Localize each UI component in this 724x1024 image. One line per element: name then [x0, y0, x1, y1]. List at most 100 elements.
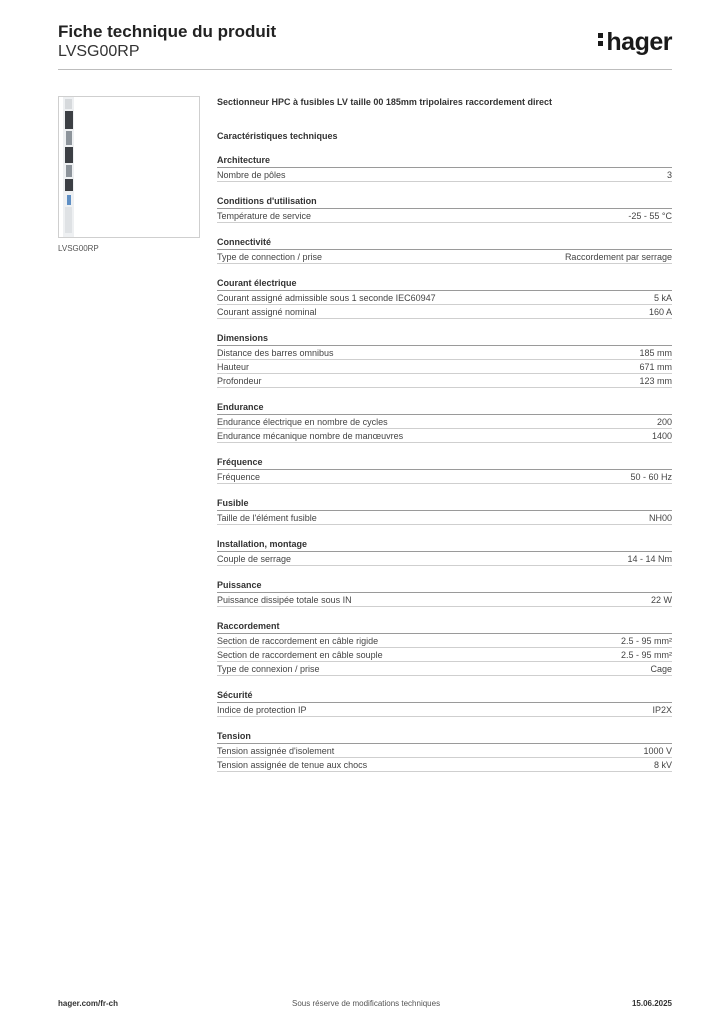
spec-label: Endurance électrique en nombre de cycles	[217, 417, 388, 427]
spec-value: IP2X	[652, 705, 672, 715]
spec-value: 123 mm	[639, 376, 672, 386]
spec-label: Courant assigné nominal	[217, 307, 317, 317]
spec-value: NH00	[648, 513, 672, 523]
spec-label: Endurance mécanique nombre de manœuvres	[217, 431, 404, 441]
spec-value: 5 kA	[653, 293, 672, 303]
spec-value: 3	[666, 170, 672, 180]
spec-row: Fréquence 50 - 60 Hz	[217, 470, 672, 484]
spec-row: Endurance électrique en nombre de cycles…	[217, 415, 672, 429]
section-title: Tension	[217, 731, 672, 744]
spec-value: Cage	[650, 664, 672, 674]
product-reference: LVSG00RP	[58, 43, 140, 60]
spec-label: Taille de l'élément fusible	[217, 513, 317, 523]
spec-value: -25 - 55 °C	[628, 211, 672, 221]
product-image	[58, 96, 200, 238]
spec-label: Tension assignée d'isolement	[217, 746, 335, 756]
spec-row: Section de raccordement en câble rigide 2…	[217, 634, 672, 648]
spec-row: Hauteur 671 mm	[217, 360, 672, 374]
spec-label: Puissance dissipée totale sous IN	[217, 595, 352, 605]
spec-label: Tension assignée de tenue aux chocs	[217, 760, 368, 770]
spec-label: Température de service	[217, 211, 312, 221]
spec-row: Nombre de pôles 3	[217, 168, 672, 182]
footer-date: 15.06.2025	[631, 999, 672, 1008]
section-title: Puissance	[217, 580, 672, 593]
spec-value: 185 mm	[639, 348, 672, 358]
spec-label: Profondeur	[217, 376, 262, 386]
spec-value: 2.5 - 95 mm²	[620, 650, 672, 660]
spec-value: 200	[656, 417, 672, 427]
spec-label: Nombre de pôles	[217, 170, 286, 180]
spec-row: Température de service -25 - 55 °C	[217, 209, 672, 223]
spec-label: Type de connection / prise	[217, 252, 323, 262]
spec-label: Distance des barres omnibus	[217, 348, 334, 358]
section-title: Raccordement	[217, 621, 672, 634]
section-title: Connectivité	[217, 237, 672, 250]
section-title: Sécurité	[217, 690, 672, 703]
footer-notice: Sous réserve de modifications techniques	[292, 999, 441, 1008]
section-title: Installation, montage	[217, 539, 672, 552]
spec-label: Section de raccordement en câble rigide	[217, 636, 379, 646]
hager-logo: hager	[598, 28, 672, 57]
section-title: Conditions d'utilisation	[217, 196, 672, 209]
section-title: Courant électrique	[217, 278, 672, 291]
spec-value: 1000 V	[643, 746, 672, 756]
section-title: Dimensions	[217, 333, 672, 346]
spec-row: Section de raccordement en câble souple 2…	[217, 648, 672, 662]
spec-row: Courant assigné nominal 160 A	[217, 305, 672, 319]
spec-value: 2.5 - 95 mm²	[620, 636, 672, 646]
spec-row: Indice de protection IP IP2X	[217, 703, 672, 717]
page-header: Fiche technique du produit LVSG00RP	[58, 22, 276, 62]
spec-row: Endurance mécanique nombre de manœuvres 1…	[217, 429, 672, 443]
spec-value: 22 W	[650, 595, 672, 605]
spec-value: 160 A	[648, 307, 672, 317]
spec-label: Type de connexion / prise	[217, 664, 320, 674]
document-title: Fiche technique du produit	[58, 22, 277, 41]
section-title: Fusible	[217, 498, 672, 511]
header-divider	[58, 69, 672, 70]
logo-colon-icon	[598, 30, 604, 49]
spec-row: Distance des barres omnibus 185 mm	[217, 346, 672, 360]
fuse-switch-disconnector-icon	[63, 97, 74, 237]
spec-label: Courant assigné admissible sous 1 second…	[217, 293, 436, 303]
spec-row: Profondeur 123 mm	[217, 374, 672, 388]
spec-row: Tension assignée de tenue aux chocs 8 kV	[217, 758, 672, 772]
spec-label: Fréquence	[217, 472, 261, 482]
image-caption: LVSG00RP	[58, 244, 99, 253]
section-title: Endurance	[217, 402, 672, 415]
spec-content: Sectionneur HPC à fusibles LV taille 00 …	[217, 96, 672, 772]
spec-row: Puissance dissipée totale sous IN 22 W	[217, 593, 672, 607]
logo-text: hager	[606, 28, 672, 56]
spec-row: Courant assigné admissible sous 1 second…	[217, 291, 672, 305]
section-title: Architecture	[217, 155, 672, 168]
spec-value: 671 mm	[639, 362, 672, 372]
spec-label: Indice de protection IP	[217, 705, 307, 715]
spec-value: 14 - 14 Nm	[627, 554, 672, 564]
spec-row: Type de connexion / prise Cage	[217, 662, 672, 676]
spec-label: Hauteur	[217, 362, 250, 372]
spec-row: Tension assignée d'isolement 1000 V	[217, 744, 672, 758]
spec-label: Couple de serrage	[217, 554, 292, 564]
spec-value: 50 - 60 Hz	[630, 472, 672, 482]
footer-website: hager.com/fr-ch	[58, 999, 119, 1008]
spec-label: Section de raccordement en câble souple	[217, 650, 383, 660]
spec-value: 1400	[651, 431, 672, 441]
spec-row: Taille de l'élément fusible NH00	[217, 511, 672, 525]
section-title: Fréquence	[217, 457, 672, 470]
specs-heading: Caractéristiques techniques	[217, 131, 338, 141]
spec-row: Couple de serrage 14 - 14 Nm	[217, 552, 672, 566]
spec-value: 8 kV	[653, 760, 672, 770]
spec-value: Raccordement par serrage	[564, 252, 672, 262]
